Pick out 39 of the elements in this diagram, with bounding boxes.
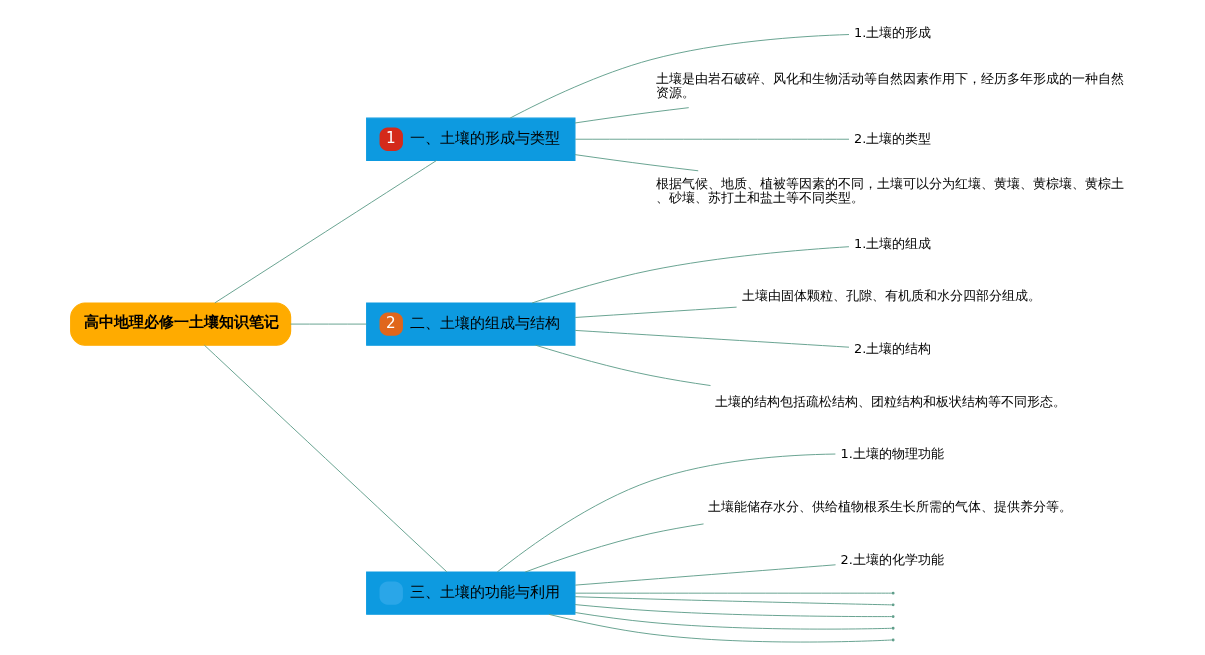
node-text: 1.土壤的形成 [853,25,931,41]
connector [574,596,892,606]
node-text: 2.土壤的化学功能 [840,551,944,567]
connector [509,34,849,119]
connector [289,323,367,325]
connector [574,306,737,318]
connector [574,564,836,586]
node-text: 土壤能储存水分、供给植物根系生长所需的气体、提供养分等。 [707,499,1072,515]
node-box: 高中地理必修一土壤知识笔记 [69,302,291,346]
connector [531,246,849,304]
node-point [891,626,895,630]
connector [534,344,711,387]
connector [574,592,892,594]
node-box: 三、土壤的功能与利用 [365,571,575,615]
node-text: 土壤由固体颗粒、孔隙、有机质和水分四部分组成。 [741,288,1041,304]
connector [574,138,849,140]
node-point [891,603,895,607]
node-text: 1.土壤的组成 [853,235,931,251]
connector [213,160,437,304]
node-text: 土壤是由岩石破碎、风化和生物活动等自然因素作用下，经历多年形成的一种自然资源。 [655,70,1124,100]
node-point [891,591,895,595]
node-box: 1 一、土壤的形成与类型 [365,117,575,161]
node-text: 土壤的结构包括疏松结构、团粒结构和板状结构等不同形态。 [714,393,1066,409]
connector [574,612,892,630]
connector [574,329,849,348]
connector [574,154,699,172]
connector [547,613,892,643]
node-point [891,638,895,642]
connector [574,107,689,124]
connector [574,604,892,618]
node-box: 2 二、土壤的组成与结构 [365,302,575,346]
connector [524,523,704,573]
node-text: 根据气候、地质、植被等因素的不同，土壤可以分为红壤、黄壤、黄棕壤、黄棕土、砂壤、苏打土和盐土等不同类型。 [655,176,1124,206]
node-text: 1.土壤的物理功能 [840,446,944,462]
node-text: 2.土壤的结构 [853,341,931,357]
connector [203,344,447,573]
node-text: 2.土壤的类型 [853,130,931,146]
connector [496,453,836,573]
node-point [891,615,895,618]
